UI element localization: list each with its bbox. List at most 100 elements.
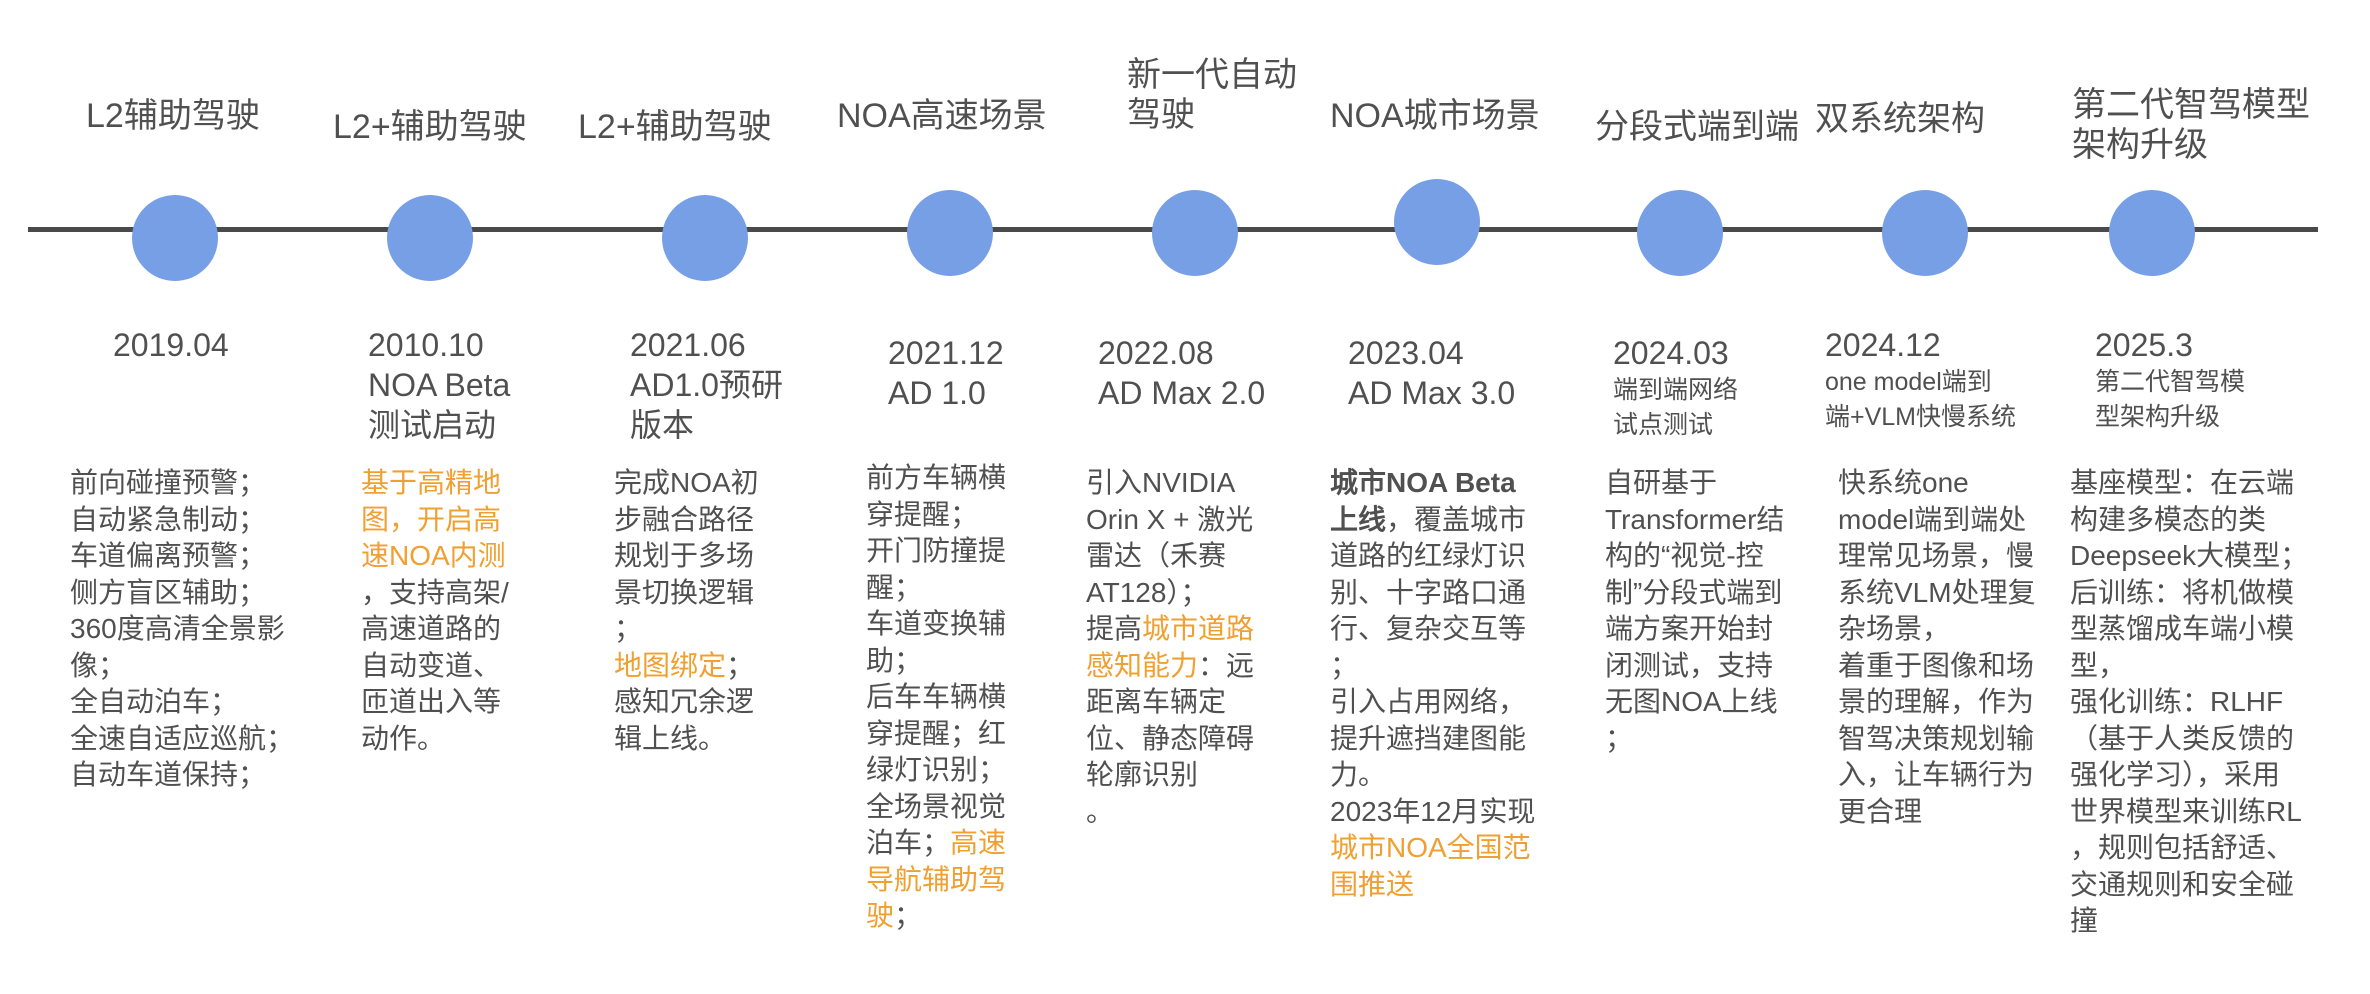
description-text: 别、十字路口通	[1330, 576, 1527, 608]
description-text: 快系统one	[1838, 467, 1969, 498]
description-text: AT128）；	[1086, 576, 1209, 608]
description-line: Transformer结	[1605, 502, 1784, 539]
stage-title: L2+辅助驾驶	[333, 107, 527, 147]
description-line: 强化学习），采用	[2070, 757, 2308, 794]
milestone-subtitle-line: 端到端网络	[1613, 376, 1739, 404]
highlighted-text: 速NOA内测	[361, 540, 506, 571]
description-text: Orin X + 激光	[1086, 503, 1254, 535]
description-line: 穿提醒；红	[866, 716, 1006, 753]
description-text: 自动紧急制动；	[70, 503, 267, 535]
description-line: 道路的红绿灯识	[1330, 538, 1535, 575]
description-text: 提高	[1086, 613, 1143, 644]
description-line: 制”分段式端到	[1605, 575, 1784, 612]
description-text: 全速自适应巡航；	[70, 722, 295, 754]
description-text: 行、复杂交互等	[1330, 613, 1527, 644]
description-line: 感知冗余逻	[614, 684, 759, 721]
description-line: 动作。	[361, 721, 509, 758]
description-line: 全自动泊车；	[70, 684, 294, 721]
highlighted-text: 驶	[866, 900, 895, 931]
description-line: 360度高清全景影	[70, 611, 294, 648]
description-text: 轮廓识别	[1086, 759, 1199, 790]
milestone-dot	[907, 190, 993, 276]
description-line: ，规则包括舒适、	[2070, 830, 2308, 867]
description-line: 景的理解，作为	[1838, 684, 2036, 721]
description-text: 像；	[70, 649, 127, 681]
description-line: 强化训练：RLHF	[2070, 684, 2308, 721]
stage-title-line: 新一代自动	[1127, 56, 1297, 94]
milestone-dot	[387, 195, 473, 281]
stage-title: NOA高速场景	[837, 96, 1047, 136]
highlighted-text: 图，开启高	[361, 503, 502, 535]
milestone-subtitle-line: AD Max 3.0	[1348, 375, 1516, 411]
description-line: 助；	[866, 643, 1006, 680]
description-text: 智驾决策规划输	[1838, 722, 2035, 754]
description-line: 前方车辆横	[866, 460, 1006, 497]
stage-title-line: 分段式端到端	[1595, 108, 1799, 146]
description-text: 匝道出入等	[361, 686, 502, 717]
description-text: 理常见场景，慢	[1838, 540, 2035, 571]
description-text: 绿灯识别；	[866, 754, 1007, 785]
stage-title-line: 架构升级	[2072, 126, 2208, 164]
milestone-dot	[1637, 190, 1723, 276]
description-line: 构的“视觉-控	[1605, 538, 1784, 575]
description-line: 高速道路的	[361, 611, 509, 648]
description-line: 景切换逻辑	[614, 575, 759, 612]
description-text: ：远	[1198, 649, 1255, 681]
description-text: 步融合路径	[614, 503, 755, 535]
description-line: ；	[1605, 721, 1784, 758]
description-text: 撞	[2070, 905, 2099, 936]
description-line: 智驾决策规划输	[1838, 721, 2036, 758]
description-line: 开门防撞提	[866, 533, 1006, 570]
description-text: 型，	[2070, 649, 2127, 681]
description-line: 地图绑定；	[614, 648, 759, 685]
description-text: ；	[726, 649, 755, 681]
description-text: 助；	[866, 644, 923, 676]
description-line: 驶；	[866, 898, 1006, 935]
description-line: AT128）；	[1086, 575, 1254, 612]
description-line: 泊车；高速	[866, 825, 1006, 862]
milestone-dot	[1152, 190, 1238, 276]
description-text: ；	[894, 900, 923, 931]
description-text: 车道变换辅	[866, 608, 1007, 639]
milestone-date-block: 2019.04	[113, 325, 229, 365]
description-text: 基座模型：在云端	[2070, 467, 2295, 498]
milestone-subtitle-line: AD 1.0	[888, 375, 986, 411]
description-text: 提升遮挡建图能	[1330, 722, 1527, 754]
description-text: 感知冗余逻	[614, 686, 755, 717]
milestone-date: 2019.04	[113, 327, 229, 363]
milestone-subtitle-line: 版本	[630, 407, 695, 443]
description-line: 引入NVIDIA	[1086, 465, 1254, 502]
milestone-dot	[662, 195, 748, 281]
milestone-date: 2024.12	[1825, 327, 1941, 363]
description-line: ；	[1330, 648, 1535, 685]
description-line: model端到端处	[1838, 502, 2036, 539]
description-text: 杂场景，	[1838, 613, 1951, 644]
description-text: 入，让车辆行为	[1838, 759, 2035, 790]
description-line: 车道变换辅	[866, 606, 1006, 643]
description-text: 景的理解，作为	[1838, 686, 2035, 717]
description-line: ，支持高架/	[361, 575, 509, 612]
description-text: 醒；	[866, 571, 923, 603]
milestone-dot	[2109, 190, 2195, 276]
description-line: Deepseek大模型；	[2070, 538, 2308, 575]
description-text: 后车车辆横	[866, 681, 1007, 712]
description-text: 构的“视觉-控	[1605, 540, 1764, 571]
description-line: 系统VLM处理复	[1838, 575, 2036, 612]
description-text: 穿提醒；红	[866, 717, 1007, 749]
description-text: 型蒸馏成车端小模	[2070, 613, 2295, 644]
milestone-subtitle-line: 测试启动	[368, 407, 497, 443]
description-line: 自动车道保持；	[70, 757, 294, 794]
description-line: 车道偏离预警；	[70, 538, 294, 575]
highlighted-text: 高速	[950, 827, 1007, 858]
description-line: 后车车辆横	[866, 679, 1006, 716]
milestone-subtitle-line: AD1.0预研	[630, 367, 783, 403]
description-text: ，支持高架/	[361, 576, 509, 608]
description-line: 构建多模态的类	[2070, 502, 2308, 539]
milestone-date: 2010.10	[368, 327, 484, 363]
description-line: 位、静态障碍	[1086, 721, 1254, 758]
description-text: ；	[1605, 722, 1634, 754]
stage-title-line: NOA城市场景	[1330, 97, 1540, 135]
stage-title: 分段式端到端	[1595, 107, 1799, 147]
